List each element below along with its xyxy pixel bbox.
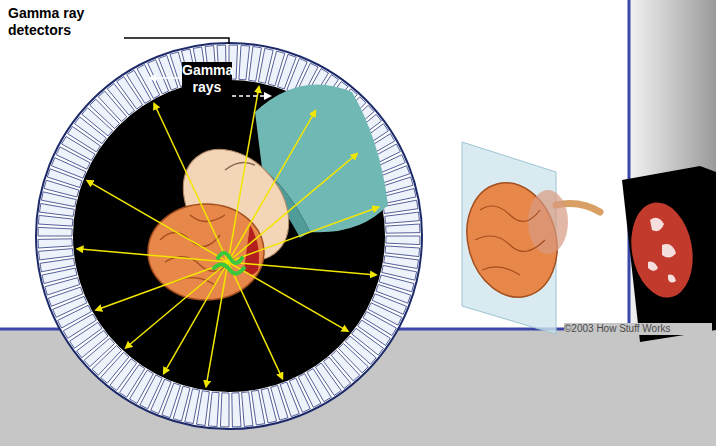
leader-line <box>124 38 229 44</box>
detector-slat <box>239 45 250 80</box>
watermark: ©2003 How Stuff Works <box>564 323 712 335</box>
gamma-ray-line <box>87 181 228 262</box>
detector-slat <box>38 215 73 226</box>
gamma-ray-lines <box>78 87 379 386</box>
scanner-ring <box>36 43 422 429</box>
detector-slat <box>385 212 420 223</box>
detector-slat <box>383 200 418 213</box>
tracer-spot <box>214 253 244 274</box>
detector-slat <box>40 258 75 271</box>
detector-slat <box>242 392 253 427</box>
detector-slat <box>38 227 72 236</box>
gamma-ray-line <box>78 249 229 262</box>
gamma-ray-line <box>228 262 282 378</box>
gamma-ray-line <box>228 111 315 262</box>
gamma-ray-line <box>228 207 378 262</box>
gray-ground <box>0 330 716 446</box>
part-label: Gamma ray detectors <box>8 5 120 39</box>
detector-slat <box>208 392 219 427</box>
gamma-ray-line <box>154 104 228 262</box>
brain-folds <box>160 215 235 285</box>
detector-slat <box>386 224 420 233</box>
gamma-ray-line <box>96 262 228 310</box>
gamma-rays-arrow <box>150 77 182 79</box>
part-label: Gamma rays <box>182 62 232 96</box>
scan-image <box>624 198 700 303</box>
detector-array <box>38 45 420 427</box>
gamma-rays-arrow <box>232 95 270 97</box>
brain <box>148 204 264 300</box>
gamma-ray-line <box>228 262 348 331</box>
detector-slat <box>220 393 229 427</box>
cerebellum <box>528 190 568 254</box>
frame-line <box>628 0 631 329</box>
detector-slat <box>39 249 74 260</box>
brain-section <box>244 225 259 275</box>
detector-slat <box>38 239 72 248</box>
gamma-ray-line <box>228 154 357 262</box>
detector-slat <box>385 246 420 257</box>
detector-slat <box>251 390 264 425</box>
detector-slat <box>232 393 241 427</box>
gamma-ray-line <box>126 262 228 348</box>
gamma-ray-line <box>164 262 228 373</box>
brain-side <box>454 173 569 308</box>
brain-folds <box>475 206 545 275</box>
gamma-ray-line <box>228 262 376 275</box>
scan-panel <box>622 166 716 342</box>
patient-eye <box>225 162 255 170</box>
detector-slat <box>386 236 420 245</box>
scan-hotspots <box>648 218 676 283</box>
